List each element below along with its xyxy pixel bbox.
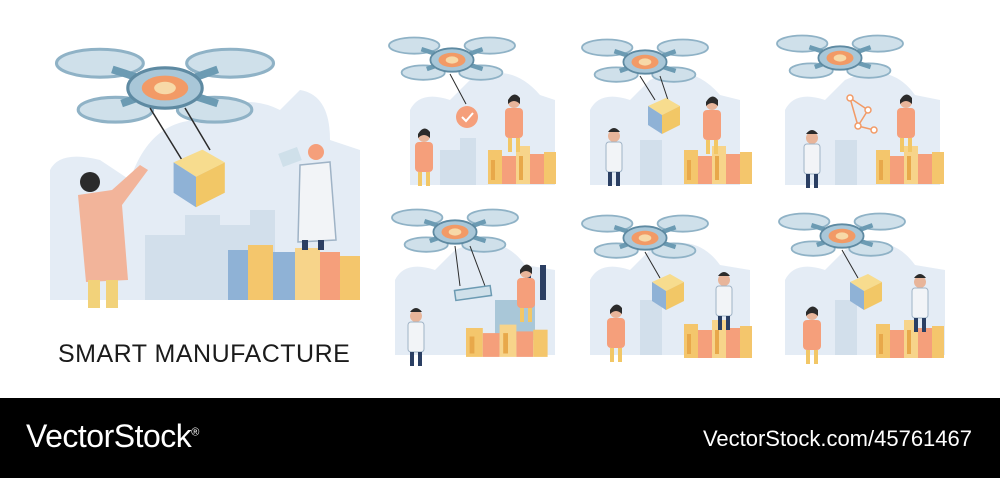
scene-drone-tablet-factory <box>392 210 555 367</box>
scientist-figure <box>407 307 425 367</box>
illustration-area <box>50 0 945 367</box>
scene-drone-box-pointing <box>582 216 752 362</box>
woman-pointing-figure <box>78 165 148 308</box>
scene-drone-box-handoff <box>779 214 945 364</box>
main-scene <box>50 49 360 308</box>
illustration-title: SMART MANUFACTURE <box>58 340 351 368</box>
drone-icon <box>582 40 708 82</box>
drone-icon <box>392 210 518 252</box>
drone-icon <box>777 36 903 78</box>
drone-icon <box>57 49 274 122</box>
registered-mark: ® <box>191 426 199 439</box>
watermark-footer: VectorStock® VectorStock.com/45761467 <box>0 398 1000 478</box>
scene-drone-approval <box>389 38 556 186</box>
drone-icon <box>582 216 708 258</box>
drone-icon <box>389 38 515 80</box>
scientist-figure <box>278 144 337 250</box>
watermark-brand: VectorStock® <box>26 418 199 455</box>
drone-icon <box>779 214 905 256</box>
watermark-url: VectorStock.com/45761467 <box>702 426 972 451</box>
brand-text: VectorStock <box>26 418 192 454</box>
package-blocks-stack <box>228 245 360 300</box>
scene-drone-box <box>582 40 752 187</box>
tablet-icon <box>453 284 493 302</box>
scene-drone-network <box>777 36 944 189</box>
checkmark-badge-icon <box>456 106 478 128</box>
network-graph-icon <box>846 94 878 134</box>
